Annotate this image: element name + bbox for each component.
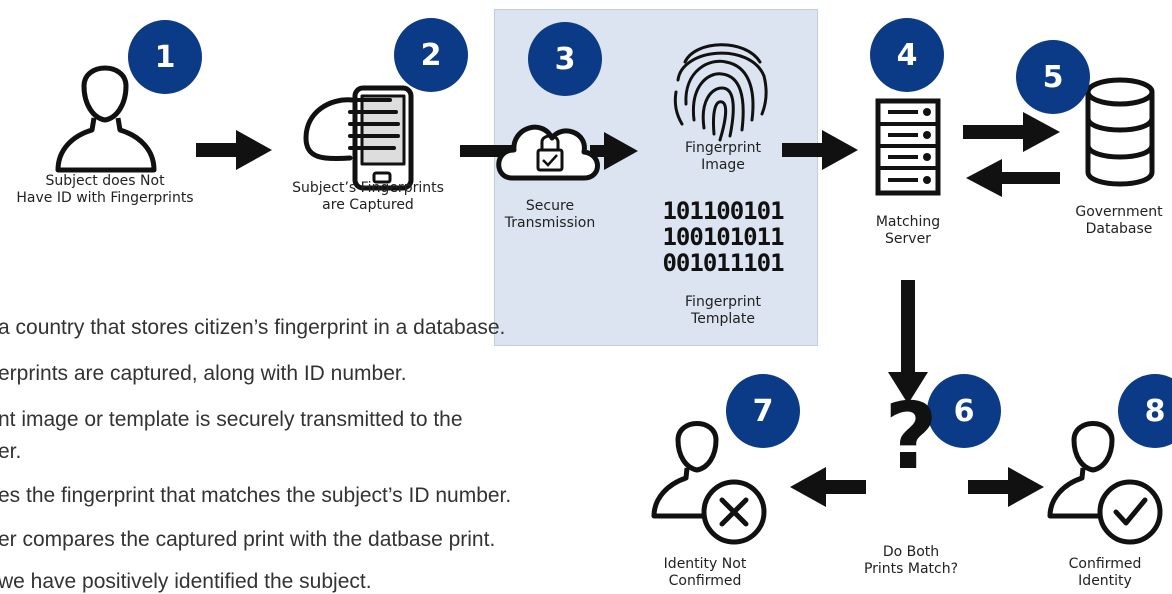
arrow-icon: [966, 159, 1060, 197]
x-circle-icon: [701, 479, 767, 545]
step-badge-6: 6: [927, 374, 1001, 448]
note-line-5: es the fingerprint that matches the subj…: [0, 484, 512, 507]
arrow-icon: [790, 467, 866, 507]
step-badge-1: 1: [128, 20, 202, 94]
step-badge-8: 8: [1118, 374, 1172, 448]
question-mark: ?: [884, 383, 938, 490]
step-badge-2: 2: [394, 18, 468, 92]
cloud-lock-icon: [496, 124, 600, 181]
note-line-1: a country that stores citizen’s fingerpr…: [0, 316, 506, 339]
person-icon: [1047, 421, 1115, 519]
step-badge-3: 3: [528, 22, 602, 96]
arrow-icon: [963, 112, 1060, 152]
arrow-icon: [968, 467, 1044, 507]
note-line-2: erprints are captured, along with ID num…: [0, 362, 407, 385]
server-icon: [875, 98, 941, 196]
arrow-icon: [590, 132, 638, 170]
arrow-icon: [888, 280, 928, 404]
person-icon: [55, 65, 157, 173]
fingerprint-template-binary: 101100101 100101011 001011101: [662, 197, 784, 277]
note-line-7: we have positively identified the subjec…: [0, 570, 372, 593]
note-line-6: er compares the captured print with the …: [0, 528, 496, 551]
hand-phone-icon: [303, 85, 414, 191]
note-line-3: nt image or template is securely transmi…: [0, 408, 463, 431]
person-icon: [651, 421, 719, 519]
step-badge-5: 5: [1016, 40, 1090, 114]
check-circle-icon: [1097, 479, 1163, 545]
database-icon: [1085, 77, 1155, 187]
fingerprint-icon: [673, 43, 768, 142]
arrow-icon: [782, 130, 858, 170]
step-badge-7: 7: [726, 374, 800, 448]
note-line-4: er.: [0, 440, 22, 463]
step-badge-4: 4: [870, 18, 944, 92]
arrow-icon: [196, 130, 272, 170]
